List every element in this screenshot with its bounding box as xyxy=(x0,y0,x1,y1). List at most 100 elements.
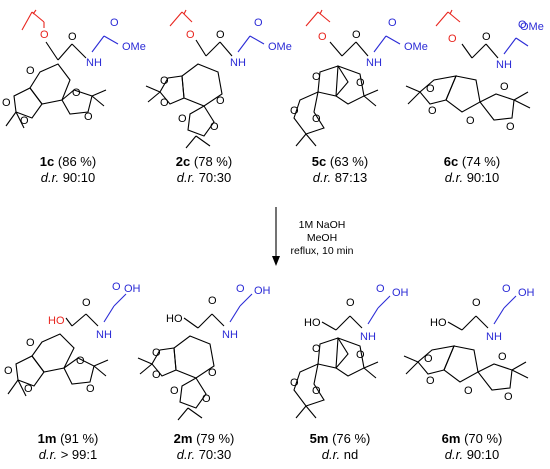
compound-label-6c: 6c (74 %) d.r. 90:10 xyxy=(412,154,532,186)
svg-text:O: O xyxy=(312,71,321,83)
compound-yield: (86 %) xyxy=(57,154,97,169)
svg-text:O: O xyxy=(84,111,93,123)
dr-label: d.r. xyxy=(176,447,196,462)
dr-value: > 99:1 xyxy=(60,447,98,462)
ester-ome-2c: OMe xyxy=(268,41,292,53)
ester-ome-1c: OMe xyxy=(122,41,146,53)
atom-o-ester: O xyxy=(110,17,119,29)
compound-id: 1c xyxy=(39,154,55,169)
svg-text:O: O xyxy=(152,369,161,381)
dr-label: d.r. xyxy=(38,447,58,462)
reaction-arrow xyxy=(272,207,280,266)
svg-text:O: O xyxy=(500,81,509,93)
dr-label: d.r. xyxy=(40,170,60,185)
svg-text:O: O xyxy=(472,297,481,309)
svg-text:NH: NH xyxy=(360,331,376,343)
svg-text:O: O xyxy=(112,281,121,293)
svg-text:O: O xyxy=(466,115,475,127)
condition-base: 1M NaOH xyxy=(298,219,346,231)
acid-oh-6m: OH xyxy=(518,287,535,299)
atom-o-acetyl: O xyxy=(40,29,49,41)
reaction-conditions: 1M NaOH MeOH reflux, 10 min xyxy=(282,219,362,258)
svg-text:O: O xyxy=(498,351,507,363)
svg-text:O: O xyxy=(216,95,225,107)
structure-1c: O O NH O OMe O O O O O xyxy=(2,9,146,129)
structure-2m: HO O NH O OH O O O O O xyxy=(137,283,271,421)
svg-text:O: O xyxy=(208,367,217,379)
svg-text:O: O xyxy=(86,383,95,395)
compound-label-5m: 5m (76 %) d.r. nd xyxy=(280,431,400,463)
compound-yield: (76 %) xyxy=(332,431,371,446)
svg-text:O: O xyxy=(208,295,217,307)
svg-text:O: O xyxy=(290,377,299,389)
svg-text:O: O xyxy=(356,349,365,361)
svg-text:O: O xyxy=(290,105,299,117)
compound-yield: (79 %) xyxy=(196,431,235,446)
dr-value: nd xyxy=(343,447,359,462)
compound-id: 5c xyxy=(311,154,327,169)
svg-text:O: O xyxy=(426,375,435,387)
dr-label: d.r. xyxy=(444,170,464,185)
svg-text:O: O xyxy=(352,29,361,41)
compound-label-6m: 6m (70 %) d.r. 90:10 xyxy=(412,431,532,463)
svg-text:O: O xyxy=(426,83,435,95)
compound-id: 1m xyxy=(37,431,57,446)
svg-text:O: O xyxy=(160,75,169,87)
svg-text:O: O xyxy=(178,113,187,125)
acid-oh-1m: OH xyxy=(124,283,141,295)
svg-text:O: O xyxy=(312,385,321,397)
svg-text:NH: NH xyxy=(496,59,512,71)
dr-value: 70:30 xyxy=(198,170,232,185)
svg-text:O: O xyxy=(448,33,457,45)
svg-text:O: O xyxy=(160,97,169,109)
compound-yield: (74 %) xyxy=(461,154,501,169)
svg-text:O: O xyxy=(346,297,355,309)
structure-2c: O O NH O OMe O O O O O xyxy=(145,9,292,149)
compound-yield: (91 %) xyxy=(60,431,99,446)
svg-text:O: O xyxy=(152,347,161,359)
svg-text:O: O xyxy=(312,113,321,125)
svg-text:O: O xyxy=(428,105,437,117)
svg-text:O: O xyxy=(502,283,511,295)
structure-5m: HO O NH O OH O O O O xyxy=(290,283,409,419)
atom-nh: NH xyxy=(86,57,102,69)
svg-text:O: O xyxy=(4,365,13,377)
svg-text:O: O xyxy=(312,343,321,355)
dr-value: 90:10 xyxy=(62,170,96,185)
compound-label-1m: 1m (91 %) d.r. > 99:1 xyxy=(8,431,128,463)
compound-yield: (70 %) xyxy=(464,431,503,446)
acid-oh-5m: OH xyxy=(392,287,409,299)
svg-text:NH: NH xyxy=(230,57,246,69)
hydroxy-1m: HO xyxy=(48,315,65,327)
compound-id: 5m xyxy=(309,431,329,446)
compound-label-5c: 5c (63 %) d.r. 87:13 xyxy=(280,154,400,186)
dr-value: 87:13 xyxy=(334,170,368,185)
svg-text:O: O xyxy=(20,115,29,127)
svg-text:O: O xyxy=(72,87,81,99)
svg-text:O: O xyxy=(504,391,513,403)
compound-label-2c: 2c (78 %) d.r. 70:30 xyxy=(144,154,264,186)
svg-text:NH: NH xyxy=(222,329,238,341)
structure-1m: HO O NH O OH O O O O O xyxy=(4,281,141,397)
atom-o-amide: O xyxy=(68,31,77,43)
svg-text:O: O xyxy=(518,19,527,31)
svg-text:O: O xyxy=(506,121,515,133)
acid-oh-2m: OH xyxy=(254,285,271,297)
structure-6m: HO O NH O OH O O O O O xyxy=(403,283,535,403)
svg-text:O: O xyxy=(254,17,263,29)
hydroxy-5m: HO xyxy=(304,317,321,329)
hydroxy-6m: HO xyxy=(430,317,447,329)
svg-text:O: O xyxy=(236,283,245,295)
compound-id: 2c xyxy=(175,154,191,169)
svg-text:O: O xyxy=(356,77,365,89)
dr-label: d.r. xyxy=(444,447,464,462)
ester-ome-6c: OMe xyxy=(520,21,544,33)
svg-text:NH: NH xyxy=(486,331,502,343)
svg-text:O: O xyxy=(318,31,327,43)
svg-text:O: O xyxy=(2,97,11,109)
atom-o-ring: O xyxy=(26,65,35,77)
compound-label-2m: 2m (79 %) d.r. 70:30 xyxy=(144,431,264,463)
dr-label: d.r. xyxy=(312,170,332,185)
compound-yield: (63 %) xyxy=(329,154,369,169)
